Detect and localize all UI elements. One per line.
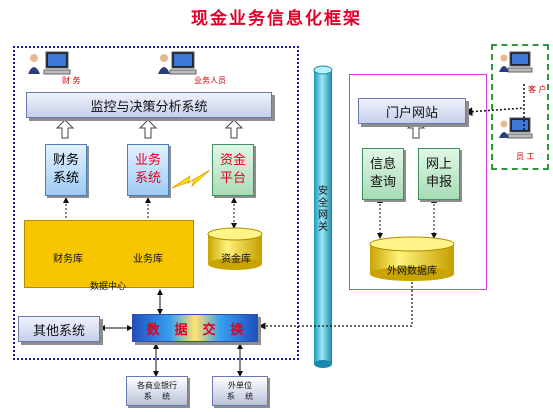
external-unit-line2: 系 统: [226, 392, 254, 401]
bank-line2: 系 统: [143, 392, 171, 401]
lightning-bolt-icon: [171, 169, 211, 189]
external-unit-line1: 外单位: [228, 381, 252, 390]
capital-platform-line2: 平台: [219, 171, 246, 186]
capital-platform-box[interactable]: 资金 平台: [212, 144, 254, 196]
up-arrow-capital-icon: [224, 119, 244, 139]
business-workstation-icon: [158, 51, 197, 75]
finance-person-label: 财 务: [62, 76, 81, 85]
up-arrow-business-icon: [138, 119, 158, 139]
customer-workstation-icon: [499, 51, 533, 73]
external-unit-system-box[interactable]: 外单位 系 统: [212, 376, 268, 406]
external-users-zone: [491, 44, 549, 170]
info-query-line2: 查询: [369, 175, 396, 190]
employee-label: 员 工: [516, 152, 535, 161]
decision-analysis-system-bar[interactable]: 监控与决策分析系统: [26, 92, 272, 118]
finance-system-box[interactable]: 财务 系统: [45, 144, 87, 196]
exchange-char-1: 数: [146, 322, 160, 338]
data-center-label: 数据中心: [90, 282, 127, 292]
external-db-cylinder: [369, 236, 455, 281]
exchange-char-3: 交: [202, 322, 216, 338]
data-exchange-bar[interactable]: 数 据 交 换: [132, 314, 258, 342]
security-gateway-label: 安 全 网 关: [314, 186, 332, 234]
online-report-line2: 申报: [425, 175, 452, 190]
bank-line1: 各商业银行: [137, 381, 177, 390]
finance-system-line1: 财务: [52, 153, 79, 168]
other-systems-box[interactable]: 其他系统: [18, 316, 100, 342]
gateway-char-3: 网: [318, 210, 328, 221]
portal-website-bar[interactable]: 门户网站: [358, 98, 466, 124]
finance-system-line2: 系统: [52, 171, 79, 186]
diagram-title: 现金业务信息化框架: [191, 9, 362, 29]
data-center-area: [24, 220, 194, 288]
external-network-zone: [349, 74, 487, 290]
finance-db-label: 财务库: [53, 254, 83, 265]
business-db-label: 业务库: [133, 254, 163, 265]
security-gateway-cylinder: [313, 65, 333, 368]
finance-workstation-icon: [28, 51, 71, 75]
business-system-line2: 系统: [134, 171, 161, 186]
external-db-label: 外网数据库: [387, 266, 437, 277]
up-arrow-finance-icon: [55, 119, 75, 139]
commercial-bank-system-box[interactable]: 各商业银行 系 统: [126, 376, 188, 406]
gateway-char-1: 安: [318, 186, 328, 197]
business-system-box[interactable]: 业务 系统: [127, 144, 169, 196]
info-query-box[interactable]: 信息 查询: [362, 148, 404, 200]
online-report-line1: 网上: [425, 157, 452, 172]
capital-db-label: 资金库: [221, 254, 251, 265]
capital-platform-line1: 资金: [219, 153, 246, 168]
business-system-line1: 业务: [134, 153, 161, 168]
business-person-label: 业务人员: [194, 76, 226, 85]
online-report-box[interactable]: 网上 申报: [418, 148, 460, 200]
gateway-char-2: 全: [318, 198, 328, 209]
info-query-line1: 信息: [369, 157, 396, 172]
up-arrow-portal-icon: [406, 119, 426, 139]
customer-label: 客 户: [528, 85, 547, 94]
exchange-char-2: 据: [174, 322, 188, 338]
capital-db-cylinder: [207, 227, 263, 270]
employee-workstation-icon: [499, 117, 533, 139]
gateway-char-4: 关: [318, 222, 328, 233]
exchange-char-4: 换: [230, 322, 244, 338]
